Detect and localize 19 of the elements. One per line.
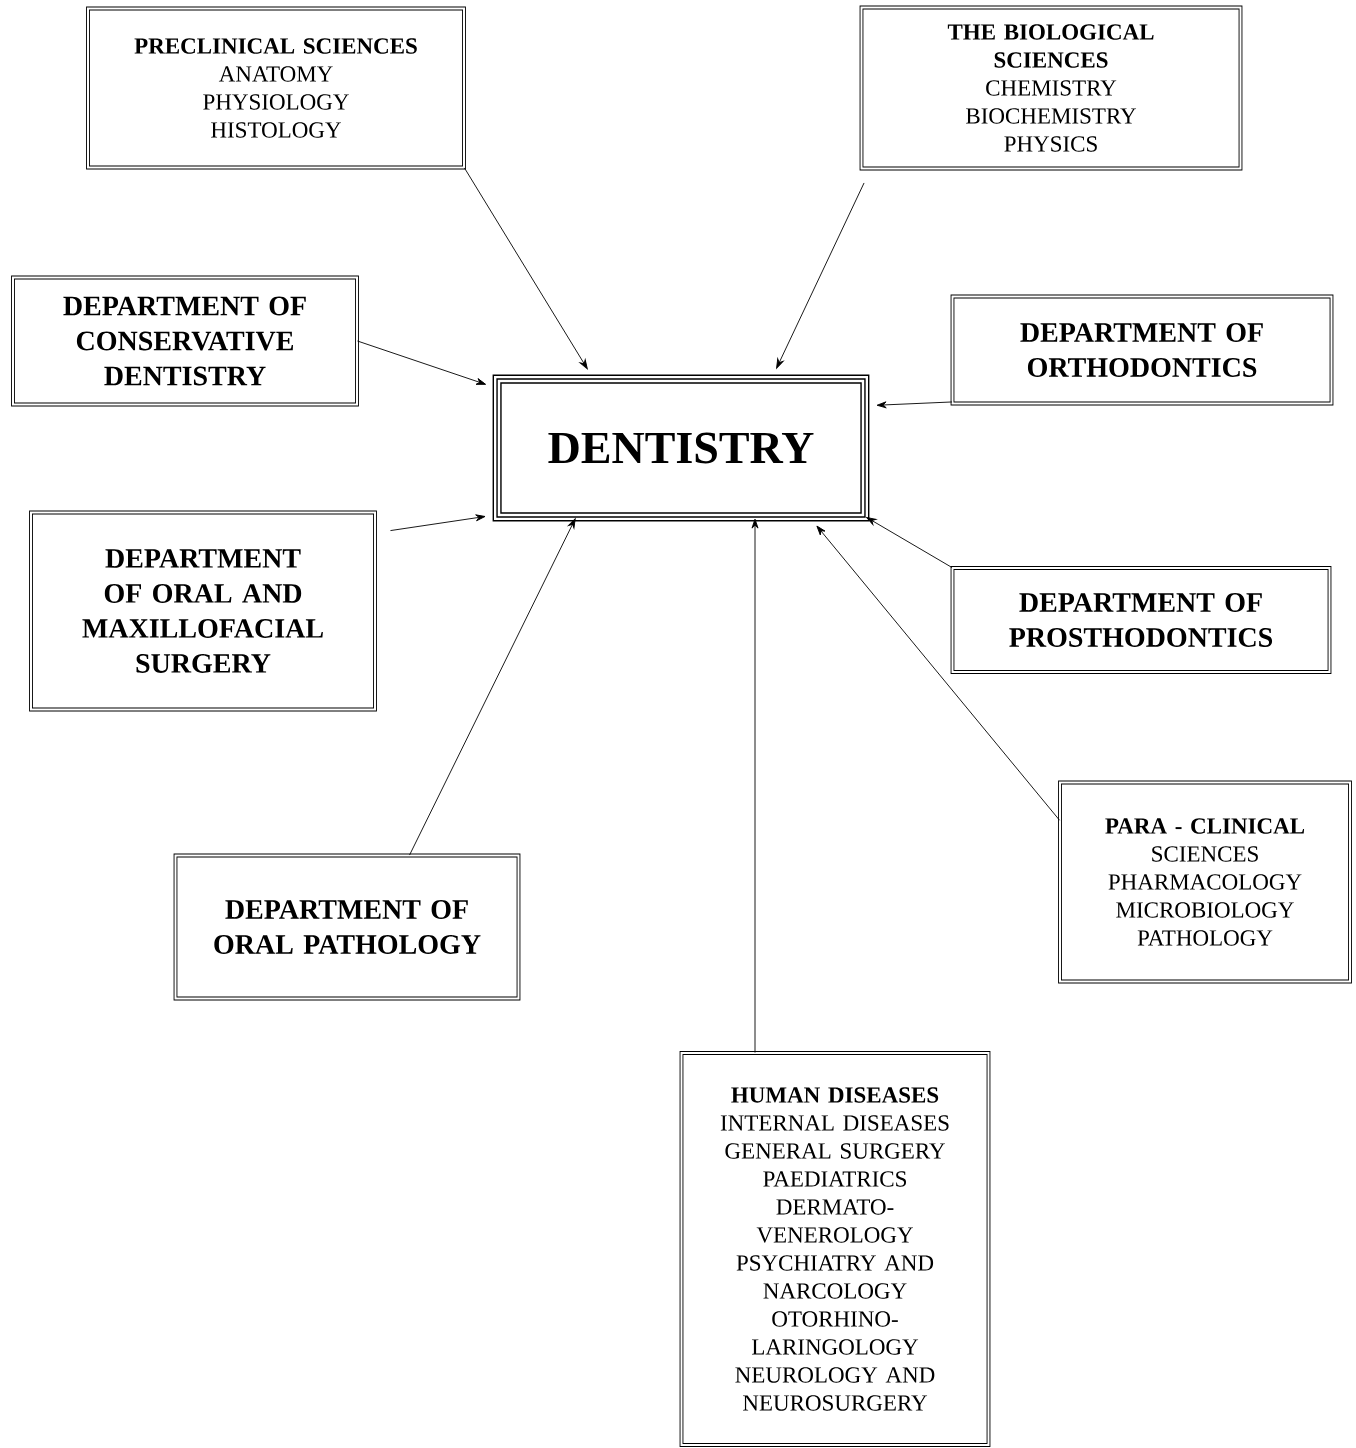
arrow: [866, 517, 953, 568]
department-box: DEPARTMENT OF ORTHODONTICS: [950, 294, 1334, 406]
department-box: DEPARTMENT OF ORAL AND MAXILLOFACIAL SURGERY: [29, 510, 377, 712]
arrow: [409, 518, 576, 856]
department-box: DEPARTMENT OF PROSTHODONTICS: [950, 566, 1332, 674]
center-box: DENTISTRY: [492, 374, 870, 522]
subject-box: PARA - CLINICAL SCIENCES PHARMACOLOGY MICROBIOLOGY PATHOLOGY: [1058, 780, 1352, 984]
arrow: [390, 514, 486, 532]
arrow: [464, 167, 588, 370]
department-box: DEPARTMENT OF ORAL PATHOLOGY: [173, 853, 521, 1001]
arrow: [357, 340, 487, 385]
arrow: [816, 525, 1060, 821]
subject-box: HUMAN DISEASES INTERNAL DISEASES GENERAL SURGERY PAEDIATRICS DERMATO- VENEROLOGY PSYCHIATRY AND NARCOLOGY OTORHINO- LARINGOLOGY NEUROLOGY AND NEUROSURGERY: [679, 1051, 991, 1447]
subject-box: THE BIOLOGICAL SCIENCES CHEMISTRY BIOCHEMISTRY PHYSICS: [859, 5, 1243, 171]
arrow: [876, 401, 953, 409]
arrow: [776, 182, 865, 369]
subject-box: PRECLINICAL SCIENCES ANATOMY PHYSIOLOGY HISTOLOGY: [86, 6, 466, 170]
arrow: [751, 518, 759, 1053]
department-box: DEPARTMENT OF CONSERVATIVE DENTISTRY: [11, 275, 359, 407]
